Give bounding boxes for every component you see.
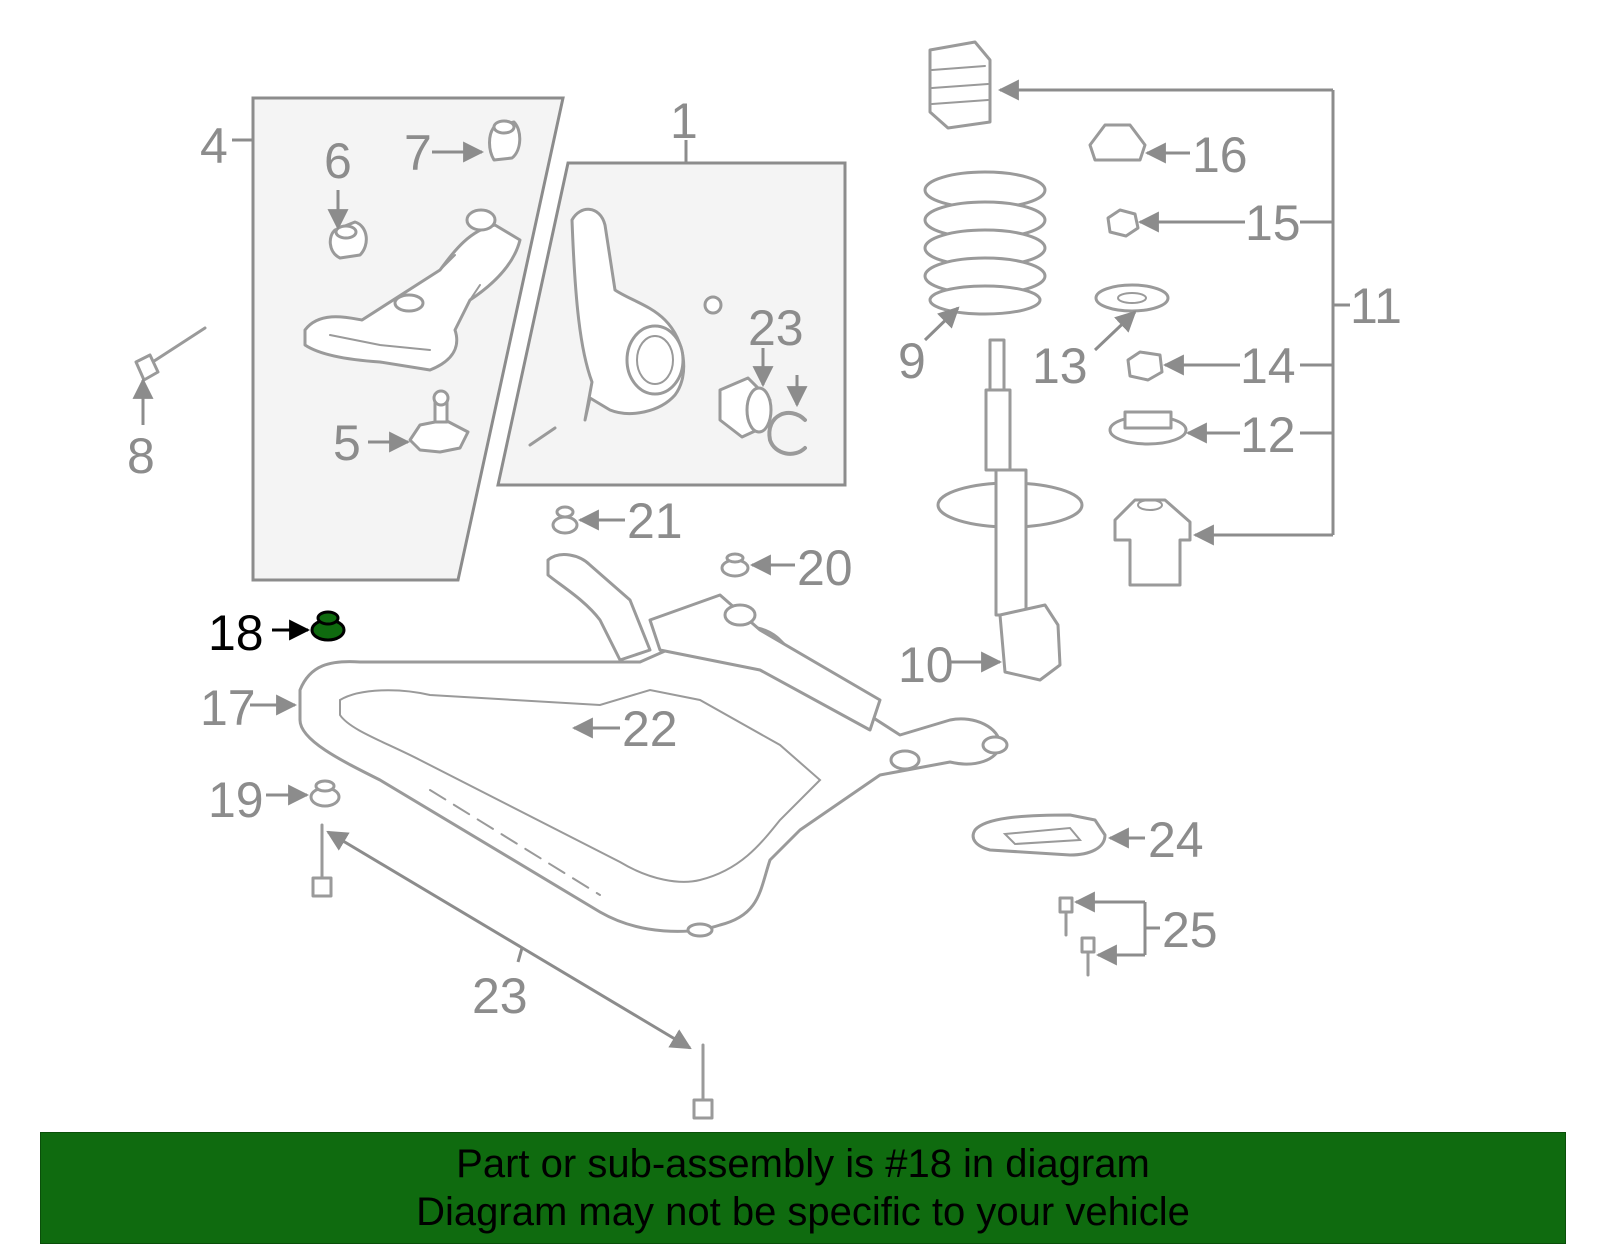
highlighted-part-18[interactable] bbox=[310, 610, 346, 642]
callout-16: 16 bbox=[1192, 127, 1248, 183]
callout-5: 5 bbox=[333, 415, 361, 471]
callout-6: 6 bbox=[324, 133, 352, 189]
callout-4: 4 bbox=[200, 118, 228, 174]
callout-24: 24 bbox=[1148, 812, 1204, 868]
bushing-21 bbox=[551, 505, 579, 535]
callout-14: 14 bbox=[1240, 338, 1296, 394]
bushing-7 bbox=[488, 119, 522, 162]
callout-1: 1 bbox=[670, 93, 698, 149]
bushing-20 bbox=[720, 552, 750, 578]
callout-9: 9 bbox=[898, 333, 926, 389]
bearing-13 bbox=[1094, 283, 1170, 313]
callout-20: 20 bbox=[797, 540, 853, 596]
banner-line-2: Diagram may not be specific to your vehi… bbox=[416, 1190, 1190, 1234]
callout-10: 10 bbox=[898, 637, 954, 693]
mount-bushing bbox=[1113, 498, 1192, 587]
wheel-bearing bbox=[718, 376, 773, 439]
callout-13: 13 bbox=[1032, 338, 1088, 394]
bolt-23-left bbox=[311, 823, 333, 898]
plate-24 bbox=[971, 813, 1107, 857]
steering-knuckle bbox=[528, 207, 723, 447]
strut-10 bbox=[936, 338, 1084, 682]
nut-14 bbox=[1126, 350, 1164, 382]
callout-11: 11 bbox=[1350, 278, 1402, 334]
callout-8: 8 bbox=[127, 428, 155, 484]
mount-12 bbox=[1108, 410, 1188, 446]
callout-22: 22 bbox=[622, 701, 678, 757]
info-banner: Part or sub-assembly is #18 in diagram D… bbox=[40, 1132, 1566, 1244]
callout-19: 19 bbox=[208, 772, 264, 828]
leader-lines bbox=[132, 79, 1350, 1050]
callout-17: 17 bbox=[200, 680, 256, 736]
coil-spring-9 bbox=[923, 170, 1047, 316]
callout-7: 7 bbox=[404, 125, 432, 181]
callout-21: 21 bbox=[627, 493, 683, 549]
callout-23-box: 23 bbox=[748, 300, 804, 356]
callout-12: 12 bbox=[1240, 407, 1296, 463]
strut-mount-16 bbox=[1088, 123, 1147, 162]
screws-25 bbox=[1058, 896, 1096, 977]
snap-ring bbox=[767, 410, 807, 456]
banner-line-1: Part or sub-assembly is #18 in diagram bbox=[456, 1142, 1150, 1186]
callout-23-bolt: 23 bbox=[472, 968, 528, 1024]
callout-15: 15 bbox=[1245, 195, 1301, 251]
bushing-19 bbox=[309, 779, 341, 808]
ball-joint-5 bbox=[408, 389, 470, 454]
callout-25: 25 bbox=[1162, 902, 1218, 958]
nut-15 bbox=[1106, 208, 1140, 238]
subframe-17 bbox=[298, 553, 1009, 938]
bump-stop bbox=[928, 40, 992, 130]
bolt-23-right bbox=[692, 1043, 714, 1120]
callout-18[interactable]: 18 bbox=[208, 605, 264, 661]
lower-control-arm bbox=[303, 208, 522, 372]
bolt-8 bbox=[134, 326, 207, 382]
